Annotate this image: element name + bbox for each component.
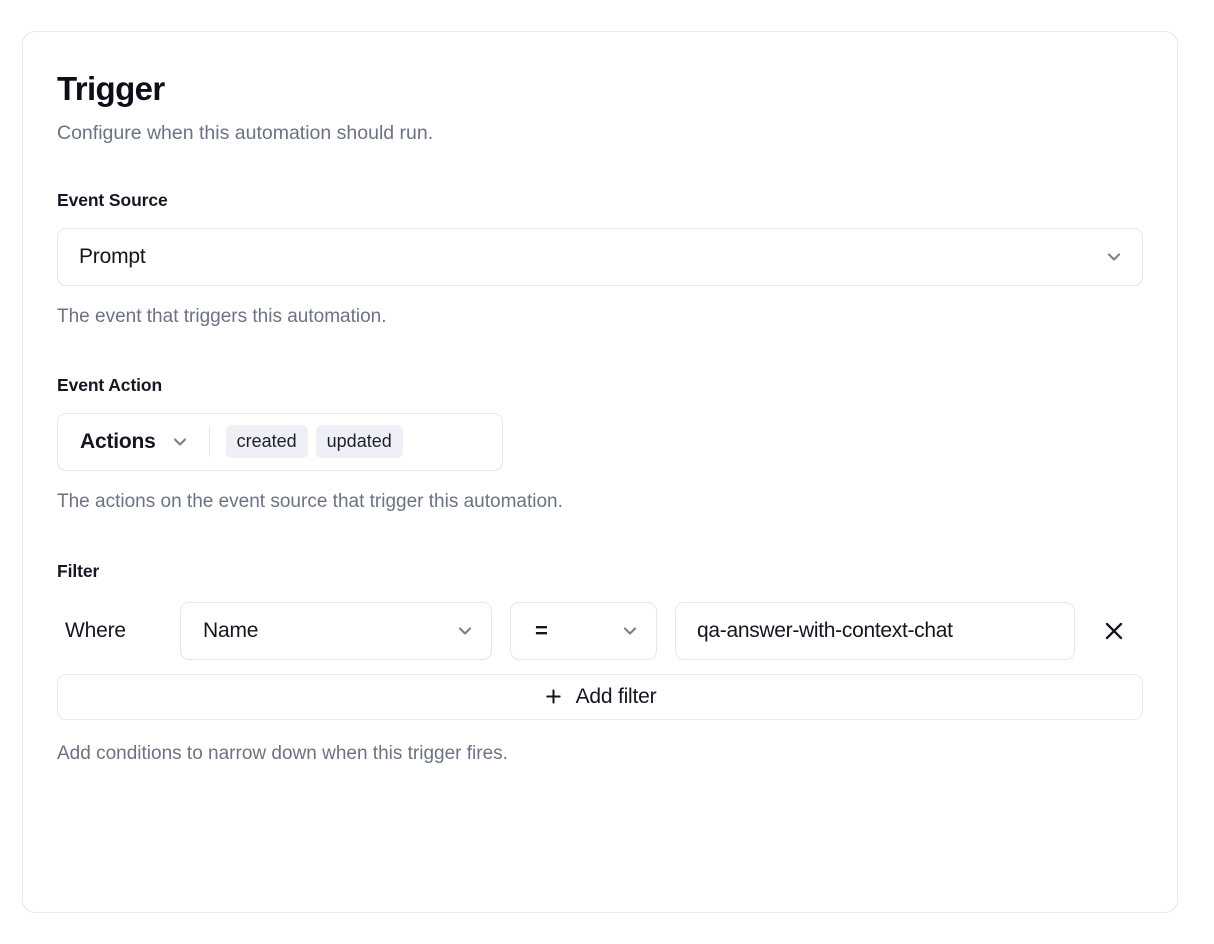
filter-operator-value: = <box>535 617 548 643</box>
page-subtitle: Configure when this automation should ru… <box>57 121 434 144</box>
filter-field-value: Name <box>203 618 259 642</box>
filter-value-input[interactable] <box>675 601 1075 660</box>
add-filter-button[interactable]: Add filter <box>57 673 1143 720</box>
multiselect-divider <box>208 426 210 458</box>
event-source-label: Event Source <box>57 190 168 211</box>
chevron-down-icon <box>1107 253 1121 261</box>
event-action-chip-created[interactable]: created <box>225 425 308 459</box>
remove-filter-button[interactable] <box>1090 607 1138 655</box>
event-action-select-label: Actions <box>80 429 156 453</box>
filter-row: Where Name = <box>57 601 1143 660</box>
event-action-label: Event Action <box>57 374 163 395</box>
event-action-section: Event Action Actions created updated The… <box>57 375 1143 515</box>
event-action-multiselect[interactable]: Actions created updated <box>57 412 503 471</box>
filter-help: Add conditions to narrow down when this … <box>57 742 508 764</box>
close-icon <box>1105 622 1123 639</box>
event-source-section: Event Source Prompt The event that trigg… <box>57 190 1143 330</box>
filter-section: Filter Where Name = <box>57 561 1143 767</box>
event-source-value: Prompt <box>79 245 146 269</box>
chevron-down-icon <box>458 627 472 635</box>
chevron-down-icon <box>173 438 186 446</box>
where-label: Where <box>65 618 126 642</box>
event-action-chip-updated[interactable]: updated <box>315 425 403 459</box>
event-action-help: The actions on the event source that tri… <box>57 490 563 512</box>
chevron-down-icon <box>623 627 637 635</box>
event-source-help: The event that triggers this automation. <box>57 306 387 328</box>
event-source-select[interactable]: Prompt <box>57 228 1143 287</box>
filter-field-select[interactable]: Name <box>180 601 492 660</box>
trigger-card: Trigger Configure when this automation s… <box>22 31 1178 913</box>
plus-icon <box>545 689 561 704</box>
filter-label: Filter <box>57 560 100 581</box>
page-title: Trigger <box>57 70 165 107</box>
filter-operator-select[interactable]: = <box>510 601 657 660</box>
add-filter-label: Add filter <box>575 684 657 708</box>
